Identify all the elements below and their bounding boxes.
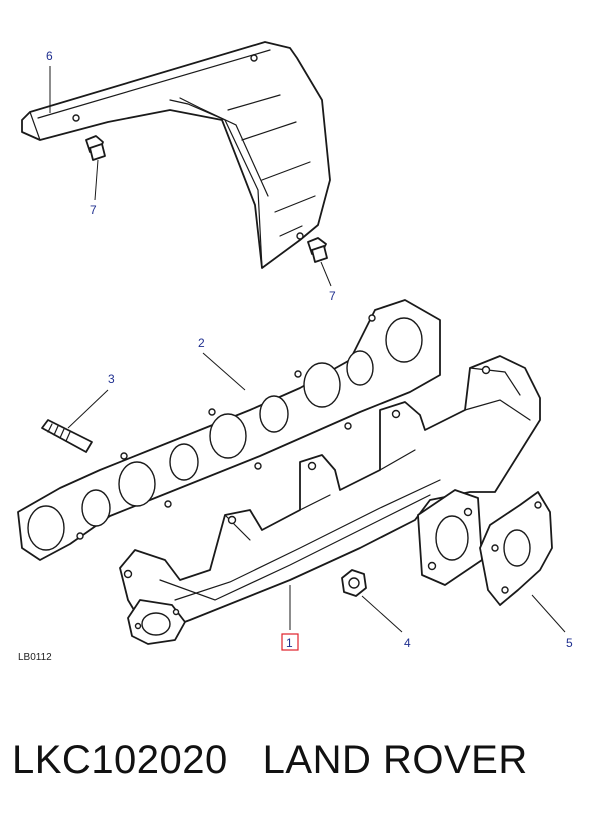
brand-name: LAND ROVER (262, 738, 528, 782)
callout-1-highlight-box (281, 633, 299, 651)
heat-shield-part (21, 41, 331, 269)
callout-6: 6 (46, 49, 53, 63)
callout-5: 5 (566, 636, 573, 650)
callout-3: 3 (108, 372, 115, 386)
flange-bolt-lower (307, 237, 328, 263)
outlet-gasket-part (479, 491, 553, 606)
reference-code: LB0112 (18, 652, 52, 663)
stud-part (41, 419, 93, 453)
manifold-gasket-part (17, 299, 441, 561)
exhaust-manifold-diagram: 6 7 7 2 3 1 4 5 LB0112 (17, 41, 573, 663)
leader-lines (49, 66, 566, 633)
part-number: LKC102020 (12, 738, 228, 782)
exhaust-manifold-part (119, 355, 541, 645)
callout-4: 4 (404, 636, 411, 650)
callout-2: 2 (198, 336, 205, 350)
callout-7-lower: 7 (329, 289, 336, 303)
flange-bolt-upper (85, 135, 106, 161)
nut-part (341, 569, 367, 597)
callout-7-upper: 7 (90, 203, 97, 217)
callout-1: 1 (286, 636, 293, 650)
part-caption: LKC102020 LAND ROVER (12, 738, 592, 783)
